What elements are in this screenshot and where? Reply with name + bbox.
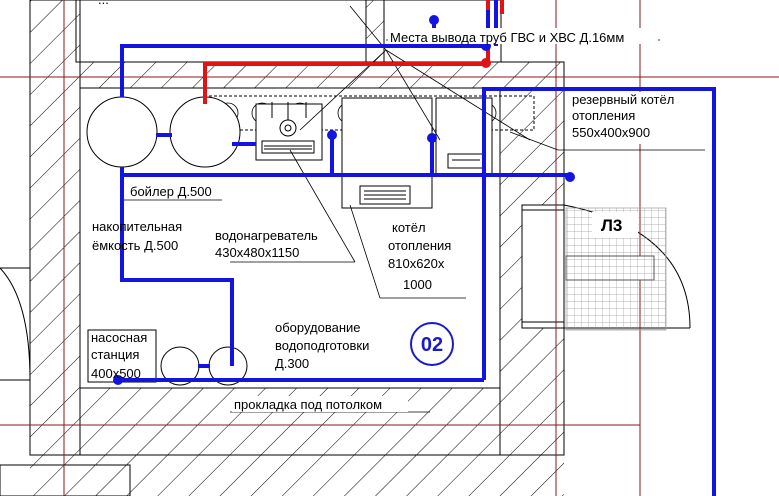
hot-joint: [481, 58, 491, 68]
pump-label-3: 400х500: [91, 366, 141, 381]
heating-boiler-label-2: отопления: [388, 238, 451, 253]
heating-boiler-label-1: котёл: [392, 220, 426, 235]
water-label-3: Д.300: [275, 356, 309, 371]
pipe-joints: [113, 15, 575, 385]
reserve-boiler-label-1: резервный котёл: [572, 92, 674, 107]
top-partial-label: ...: [98, 0, 109, 7]
heating-boiler-label-3: 810х620х: [388, 256, 445, 271]
zone-label: Л3: [601, 216, 622, 235]
heater-cold-stub: [232, 142, 256, 146]
heating-boiler-label-4: 1000: [403, 277, 432, 292]
pump-label-2: станция: [91, 347, 139, 362]
water-label-1: оборудование: [275, 320, 361, 335]
reserve-boiler-label-3: 550х400х900: [572, 125, 650, 140]
heater-label-2: 430х480х1150: [215, 245, 299, 260]
pump-label-1: насосная: [91, 330, 147, 345]
outlets-label: Места вывода труб ГВС и ХВС Д.16мм: [390, 30, 624, 45]
ceiling-label: прокладка под потолком: [234, 397, 382, 412]
labels: Места вывода труб ГВС и ХВС Д.16мм резер…: [91, 0, 698, 412]
heater-label-1: водонагреватель: [215, 228, 318, 243]
water-label-2: водоподготовки: [275, 338, 369, 353]
storage-label-1: накопительная: [92, 219, 182, 234]
zone-l3: [565, 207, 667, 331]
reserve-boiler-label-2: отопления: [572, 108, 635, 123]
storage-label-2: ёмкость Д.500: [92, 238, 178, 253]
room-number: 02: [421, 334, 443, 356]
room-number-circle: [410, 322, 454, 366]
boiler-label: бойлер Д.500: [130, 184, 212, 199]
